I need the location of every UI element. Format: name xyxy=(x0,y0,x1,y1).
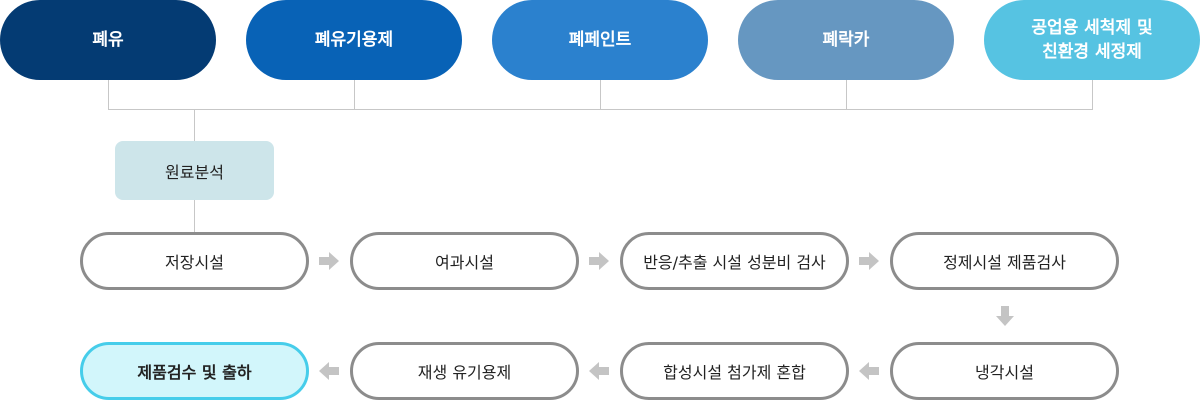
connector-drop-3 xyxy=(600,80,601,110)
connector-drop-2 xyxy=(354,80,355,110)
step-cooling: 냉각시설 xyxy=(890,342,1119,400)
source-waste-paint: 폐페인트 xyxy=(492,0,708,80)
source-waste-organic-solvent: 폐유기용제 xyxy=(246,0,462,80)
connector-to-analysis xyxy=(194,110,195,141)
connector-drop-5 xyxy=(1092,80,1093,110)
step-synthesis-additive-mixing: 합성시설 첨가제 혼합 xyxy=(620,342,849,400)
arrow-right-icon xyxy=(319,252,339,270)
step-recycled-solvent: 재생 유기용제 xyxy=(350,342,579,400)
arrow-right-icon xyxy=(589,252,609,270)
raw-material-analysis-box: 원료분석 xyxy=(115,141,274,200)
connector-analysis-to-storage xyxy=(194,200,195,232)
source-waste-lacquer: 폐락카 xyxy=(738,0,954,80)
arrow-left-icon xyxy=(319,362,339,380)
arrow-down-icon xyxy=(996,306,1014,326)
connector-drop-4 xyxy=(846,80,847,110)
source-industrial-cleaner: 공업용 세척제 및 친환경 세정제 xyxy=(984,0,1200,80)
step-final-inspection-shipping: 제품검수 및 출하 xyxy=(80,342,309,400)
arrow-left-icon xyxy=(859,362,879,380)
connector-horizontal xyxy=(108,109,1093,110)
step-refining-inspection: 정제시설 제품검사 xyxy=(890,232,1119,290)
arrow-right-icon xyxy=(859,252,879,270)
step-storage: 저장시설 xyxy=(80,232,309,290)
connector-drop-1 xyxy=(108,80,109,110)
arrow-left-icon xyxy=(589,362,609,380)
step-filtration: 여과시설 xyxy=(350,232,579,290)
step-reaction-extraction: 반응/추출 시설 성분비 검사 xyxy=(620,232,849,290)
source-waste-oil: 폐유 xyxy=(0,0,216,80)
